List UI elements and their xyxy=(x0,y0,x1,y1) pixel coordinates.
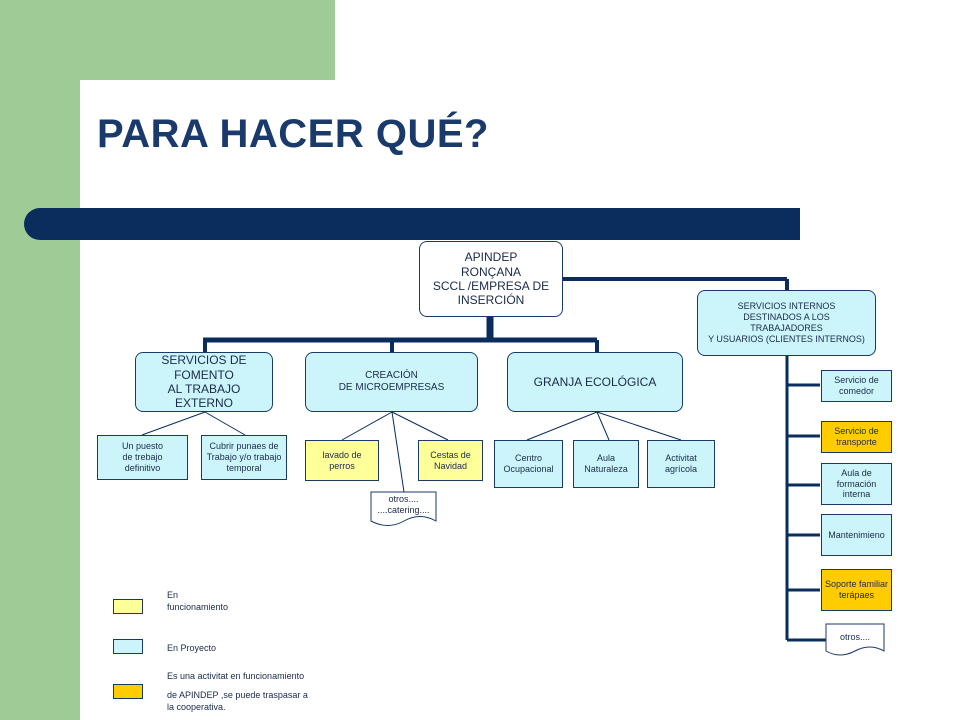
node-mantenimiento: Mantenimieno xyxy=(821,514,892,556)
slide-title: PARA HACER QUÉ? xyxy=(97,112,489,156)
otros-catering-document-shape xyxy=(370,491,437,526)
node-aula-formacion: Aula de formación interna xyxy=(821,463,892,505)
branch-granja-ecologica: GRANJA ECOLÓGICA xyxy=(507,352,683,412)
legend-swatch-traspasar xyxy=(113,684,143,699)
branch-creacion-microempresas: CREACIÓN DE MICROEMPRESAS xyxy=(305,352,478,412)
background-white-corner xyxy=(80,80,200,200)
branch-servicios-internos: SERVICIOS INTERNOS DESTINADOS A LOS TRAB… xyxy=(697,290,876,356)
node-otros-internos: otros.... xyxy=(839,631,870,642)
legend-label-traspasar-line1: Es una activitat en funcionamiento xyxy=(167,671,305,681)
node-centro-ocupacional: Centro Ocupacional xyxy=(494,440,563,488)
node-servicio-transporte: Servicio de transporte xyxy=(821,421,892,453)
node-servicio-comedor: Servicio de comedor xyxy=(821,370,892,402)
node-aula-naturaleza: Aula Naturaleza xyxy=(573,440,639,488)
otros-internos-document-shape xyxy=(825,623,885,656)
node-lavado-perros: lavado de perros xyxy=(305,440,379,481)
node-cestas-navidad: Cestas de Navidad xyxy=(418,440,483,481)
root-node-apindep: APINDEP RONÇANA SCCL /EMPRESA DE INSERCI… xyxy=(419,241,563,317)
background-green-strip xyxy=(0,0,80,720)
node-activitat-agricola: Activitat agrícola xyxy=(647,440,715,488)
node-cubrir-puestos: Cubrir punaes de Trabajo y/o trabajo tem… xyxy=(201,435,287,480)
title-underline-bar xyxy=(24,208,800,240)
branch-servicios-fomento: SERVICIOS DE FOMENTO AL TRABAJO EXTERNO xyxy=(135,352,273,412)
node-otros-catering: otros.... ....catering.... xyxy=(377,494,430,515)
legend-swatch-funcionamiento xyxy=(113,599,143,614)
legend-label-funcionamiento: En funcionamiento xyxy=(167,590,229,612)
legend-swatch-proyecto xyxy=(113,639,143,654)
node-puesto-trabajo: Un puesto de trebajo definitivo xyxy=(97,435,188,480)
node-soporte-familiar: Soporte familiar terápaes xyxy=(821,569,892,611)
legend-label-proyecto: En Proyecto xyxy=(167,643,217,653)
legend-label-traspasar-line2: de APINDEP ,se puede traspasar a la coop… xyxy=(167,690,308,712)
